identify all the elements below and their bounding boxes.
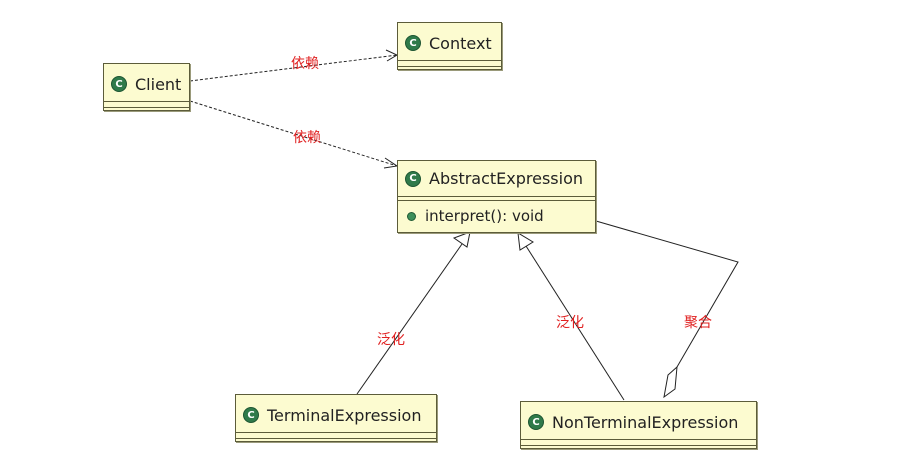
label-client-abstract: 依赖 — [293, 130, 321, 146]
class-name: AbstractExpression — [429, 169, 584, 188]
label-aggregation: 聚合 — [684, 315, 712, 331]
class-name: NonTerminalExpression — [552, 412, 739, 432]
label-client-context: 依赖 — [291, 56, 319, 72]
class-compartments — [398, 60, 501, 67]
label-terminal-generalization: 泛化 — [377, 332, 405, 348]
generalization-nonterminal — [517, 232, 625, 401]
class-name: Context — [429, 33, 492, 53]
aggregation-nonterminal-abstract — [595, 220, 739, 399]
class-icon: C — [243, 407, 259, 423]
class-context[interactable]: C Context — [397, 22, 502, 70]
generalization-terminal — [356, 231, 471, 395]
class-icon: C — [405, 35, 421, 51]
operation-signature: interpret(): void — [425, 207, 544, 225]
class-name: Client — [135, 74, 182, 94]
public-method-icon — [407, 211, 416, 221]
class-abstract-expression[interactable]: C AbstractExpression interpret(): void — [397, 160, 596, 233]
class-compartments — [236, 432, 436, 439]
operation-interpret[interactable]: interpret(): void — [398, 201, 595, 231]
label-nonterminal-generalization: 泛化 — [556, 315, 584, 331]
class-client[interactable]: C Client — [103, 63, 190, 111]
class-name: TerminalExpression — [267, 405, 422, 425]
class-nonterminal-expression[interactable]: C NonTerminalExpression — [520, 401, 757, 449]
class-terminal-expression[interactable]: C TerminalExpression — [235, 394, 437, 442]
class-compartments — [104, 101, 189, 108]
class-icon: C — [405, 170, 421, 187]
class-icon: C — [528, 414, 544, 430]
class-compartments — [521, 439, 756, 446]
class-icon: C — [111, 76, 127, 92]
